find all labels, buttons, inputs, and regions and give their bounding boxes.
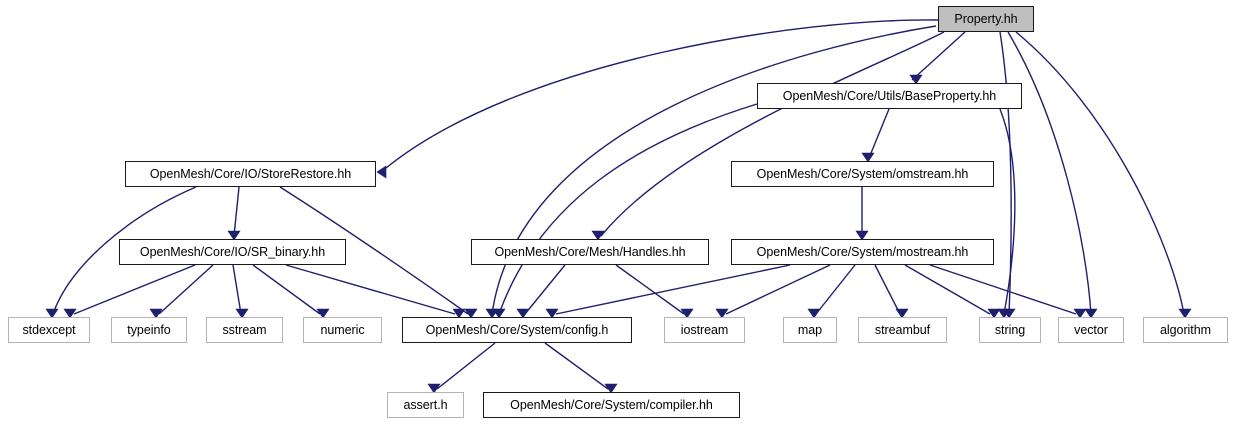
edge-mostream-to-map [815,264,856,315]
edge-property-to-vector [1007,31,1092,315]
edge-srbinary-to-config [285,264,456,315]
node-numeric[interactable]: numeric [303,317,382,343]
node-typeinfo[interactable]: typeinfo [111,317,187,343]
edge-property-to-algorithm [1015,31,1185,315]
edge-config-to-compiler [544,342,609,390]
edge-property-to-storerestore [385,19,939,169]
edge-mostream-to-streambuf [874,264,901,315]
node-handles[interactable]: OpenMesh/Core/Mesh/Handles.hh [471,239,709,265]
arrowhead-mostream-to-string [987,308,1001,319]
arrowhead-srbinary-to-numeric [316,308,330,319]
node-baseproperty[interactable]: OpenMesh/Core/Utils/BaseProperty.hh [757,83,1022,109]
edge-handles-to-iostream [615,264,685,315]
edge-property-to-string [999,31,1012,315]
edge-baseproperty-to-omstream [868,108,890,159]
arrowhead-config-to-assert [427,383,441,394]
arrowhead-mostream-to-vector [1073,308,1087,319]
edge-baseproperty-to-config [498,103,758,315]
arrowhead-mostream-to-iostream [715,308,729,319]
arrowhead-storerestore-to-srbinary [227,230,241,241]
edge-config-to-assert [436,342,496,390]
node-label-compiler: OpenMesh/Core/System/compiler.hh [510,397,713,412]
node-label-stdexcept: stdexcept [22,322,76,337]
node-algorithm[interactable]: algorithm [1143,317,1228,343]
edge-mostream-to-vector [929,264,1077,315]
arrowhead-handles-to-config [516,308,530,319]
node-sstream[interactable]: sstream [206,317,283,343]
arrowhead-mostream-to-config [545,308,559,319]
arrowhead-property-to-vector [1084,308,1098,319]
edge-property-to-baseproperty [911,31,966,81]
arrowhead-storerestore-to-stdexcept [45,308,59,319]
node-config[interactable]: OpenMesh/Core/System/config.h [402,317,632,343]
edge-srbinary-to-stdexcept [73,264,196,315]
node-label-srbinary: OpenMesh/Core/IO/SR_binary.hh [139,244,326,259]
node-label-numeric: numeric [320,322,365,337]
arrowhead-srbinary-to-config [452,308,466,319]
node-iostream[interactable]: iostream [664,317,745,343]
node-label-map: map [797,322,823,337]
edge-srbinary-to-sstream [232,264,242,315]
node-stdexcept[interactable]: stdexcept [8,317,90,343]
arrowhead-omstream-to-mostream [855,230,869,241]
arrowhead-property-to-handles [591,230,605,241]
arrowhead-baseproperty-to-omstream [861,152,875,163]
node-storerestore[interactable]: OpenMesh/Core/IO/StoreRestore.hh [125,161,376,187]
arrowhead-config-to-compiler [604,383,618,394]
node-label-sstream: sstream [222,322,267,337]
node-omstream[interactable]: OpenMesh/Core/System/omstream.hh [731,161,994,187]
edge-srbinary-to-numeric [252,264,321,315]
edge-srbinary-to-typeinfo [158,264,214,315]
node-label-omstream: OpenMesh/Core/System/omstream.hh [756,166,969,181]
node-label-config: OpenMesh/Core/System/config.h [425,322,609,337]
node-mostream[interactable]: OpenMesh/Core/System/mostream.hh [731,239,994,265]
node-label-handles: OpenMesh/Core/Mesh/Handles.hh [494,244,686,259]
node-vector[interactable]: vector [1058,317,1124,343]
edge-mostream-to-config [555,264,791,315]
arrowhead-srbinary-to-typeinfo [149,308,163,319]
node-label-baseproperty: OpenMesh/Core/Utils/BaseProperty.hh [782,88,997,103]
node-compiler[interactable]: OpenMesh/Core/System/compiler.hh [483,392,740,418]
arrowhead-mostream-to-streambuf [895,308,909,319]
node-assert[interactable]: assert.h [387,392,464,418]
node-streambuf[interactable]: streambuf [858,317,947,343]
node-label-storerestore: OpenMesh/Core/IO/StoreRestore.hh [149,166,352,181]
node-srbinary[interactable]: OpenMesh/Core/IO/SR_binary.hh [119,239,346,265]
arrowhead-property-to-algorithm [1178,308,1192,319]
node-label-algorithm: algorithm [1160,322,1211,337]
edge-storerestore-to-stdexcept [52,186,197,315]
arrowhead-srbinary-to-sstream [235,308,249,319]
node-label-string: string [994,322,1026,337]
node-label-property: Property.hh [954,11,1018,26]
edge-mostream-to-iostream [725,264,831,315]
edge-storerestore-to-config [279,186,469,315]
node-label-typeinfo: typeinfo [127,322,171,337]
edge-storerestore-to-srbinary [233,186,240,237]
node-label-assert: assert.h [403,397,448,412]
node-property[interactable]: Property.hh [938,6,1034,32]
node-string[interactable]: string [979,317,1041,343]
node-label-mostream: OpenMesh/Core/System/mostream.hh [756,244,969,259]
arrowhead-handles-to-iostream [680,308,694,319]
arrowhead-property-to-storerestore [376,165,387,179]
arrowhead-baseproperty-to-string [997,308,1011,319]
edge-property-to-handles [600,31,945,237]
edge-mostream-to-string [904,264,991,315]
arrowhead-storerestore-to-config [464,308,478,319]
arrowhead-property-to-baseproperty [909,74,923,85]
node-label-iostream: iostream [680,322,729,337]
node-map[interactable]: map [783,317,837,343]
arrowhead-baseproperty-to-config [492,308,506,319]
arrowhead-srbinary-to-stdexcept [63,308,77,319]
node-label-vector: vector [1074,322,1108,337]
arrowhead-mostream-to-map [807,308,821,319]
edge-baseproperty-to-string [999,108,1016,315]
node-label-streambuf: streambuf [874,322,931,337]
edge-handles-to-config [524,264,566,315]
